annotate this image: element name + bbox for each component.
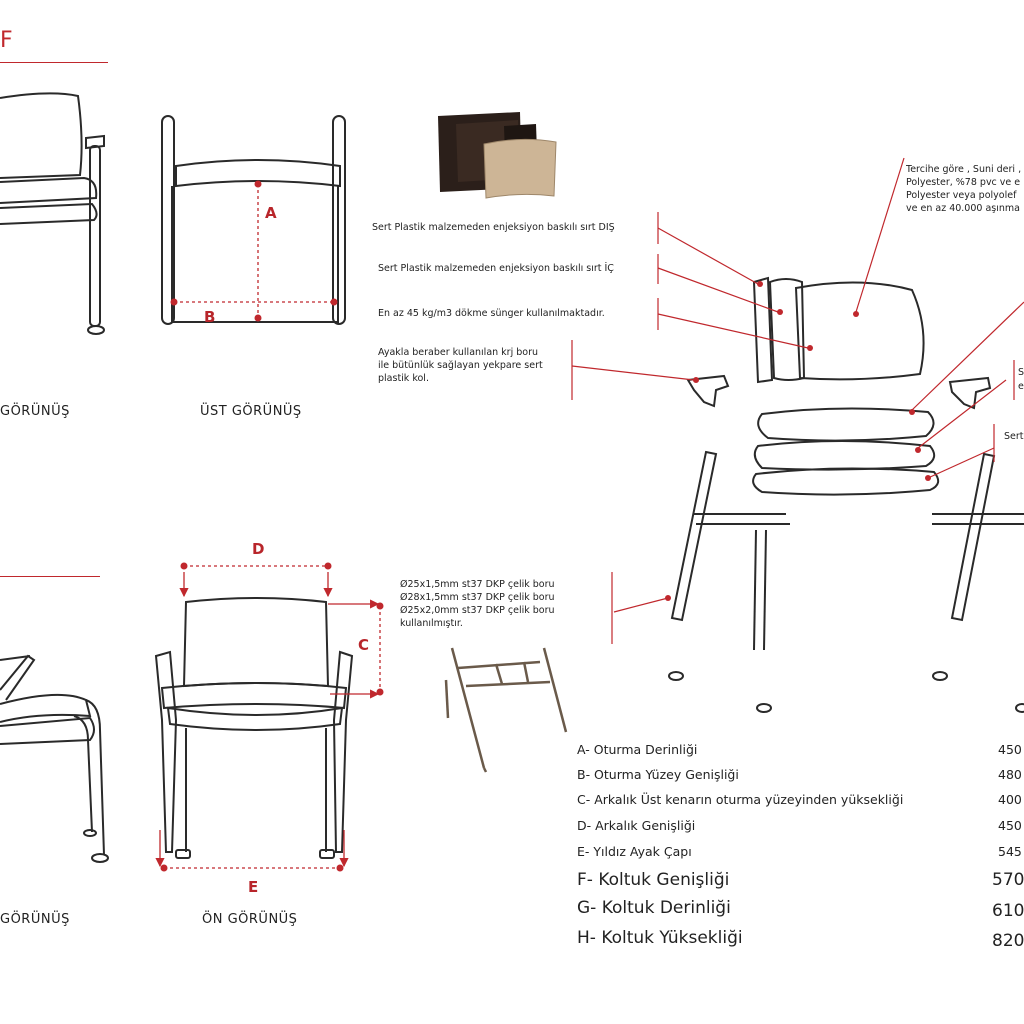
note-upholstery-line: Polyester veya polyolef	[906, 190, 1017, 201]
note-back-outer: Sert Plastik malzemeden enjeksiyon baskı…	[372, 222, 615, 233]
note-armrest-line: ile bütünlük sağlayan yekpare sert	[378, 360, 543, 371]
spec-value-a: 450	[998, 742, 1022, 757]
note-armrest: Ayakla beraber kullanılan krj boru ile b…	[378, 346, 543, 385]
top-view-drawing	[161, 115, 346, 325]
note-upholstery: Tercihe göre , Suni deri , Polyester, %7…	[906, 163, 1024, 215]
top-view-dimensions	[170, 180, 338, 322]
dim-label-d: D	[252, 540, 265, 558]
note-armrest-line: plastik kol.	[378, 373, 429, 384]
dim-label-a: A	[265, 204, 277, 222]
exploded-view-drawing	[668, 276, 1024, 713]
side-view-bottom-drawing	[0, 654, 109, 863]
side-view-top-drawing	[0, 92, 105, 335]
spec-label-d: D- Arkalık Genişliği	[577, 818, 696, 833]
note-steel-tube-line: Ø25x2,0mm st37 DKP çelik boru	[400, 605, 555, 616]
note-steel-tube-line: kullanılmıştır.	[400, 618, 463, 629]
note-upholstery-line: Polyester, %78 pvc ve e	[906, 177, 1021, 188]
spec-label-f: F- Koltuk Genişliği	[577, 870, 730, 890]
note-foam: En az 45 kg/m3 dökme sünger kullanılmakt…	[378, 308, 605, 319]
front-view-label: ÖN GÖRÜNÜŞ	[202, 912, 298, 927]
spec-label-e: E- Yıldız Ayak Çapı	[577, 844, 692, 859]
exploded-view-leaders	[571, 157, 1024, 644]
note-right-sert: Sert	[1004, 431, 1024, 442]
dim-label-c: C	[358, 636, 370, 654]
spec-label-g: G- Koltuk Derinliği	[577, 898, 731, 918]
dim-label-e: E	[248, 878, 259, 896]
dim-label-b: B	[204, 308, 216, 326]
note-armrest-line: Ayakla beraber kullanılan krj boru	[378, 347, 539, 358]
front-view-dimensions	[155, 562, 384, 872]
spec-label-c: C- Arkalık Üst kenarın oturma yüzeyinden…	[577, 792, 904, 807]
note-upholstery-line: ve en az 40.000 aşınma	[906, 203, 1020, 214]
note-right-e: e	[1018, 381, 1024, 392]
spec-label-h: H- Koltuk Yüksekliği	[577, 928, 743, 948]
spec-value-d: 450	[998, 818, 1022, 833]
spec-value-b: 480	[998, 767, 1022, 782]
note-steel-tube-line: Ø28x1,5mm st37 DKP çelik boru	[400, 592, 555, 603]
spec-value-c: 400	[998, 792, 1022, 807]
note-upholstery-line: Tercihe göre , Suni deri ,	[906, 164, 1022, 175]
steel-frame-sketch	[444, 647, 568, 773]
top-view-label: ÜST GÖRÜNÜŞ	[200, 404, 302, 419]
note-steel-tube: Ø25x1,5mm st37 DKP çelik boru Ø28x1,5mm …	[400, 578, 555, 630]
side-view-top-label: GÖRÜNÜŞ	[0, 404, 70, 419]
material-swatches	[438, 112, 557, 199]
spec-label-b: B- Oturma Yüzey Genişliği	[577, 767, 739, 782]
note-back-inner: Sert Plastik malzemeden enjeksiyon baskı…	[378, 263, 614, 274]
section-letter-f: F	[0, 28, 13, 53]
section-rule-bottom	[0, 576, 100, 577]
spec-value-g: 610	[992, 901, 1024, 921]
spec-value-e: 545	[998, 844, 1022, 859]
side-view-bottom-label: GÖRÜNÜŞ	[0, 912, 70, 927]
note-right-s: S	[1018, 367, 1024, 378]
spec-value-f: 570	[992, 870, 1024, 890]
note-steel-tube-line: Ø25x1,5mm st37 DKP çelik boru	[400, 579, 555, 590]
section-rule-top	[0, 62, 108, 63]
spec-value-h: 820	[992, 931, 1024, 951]
spec-label-a: A- Oturma Derinliği	[577, 742, 698, 757]
front-view-drawing	[154, 597, 354, 859]
